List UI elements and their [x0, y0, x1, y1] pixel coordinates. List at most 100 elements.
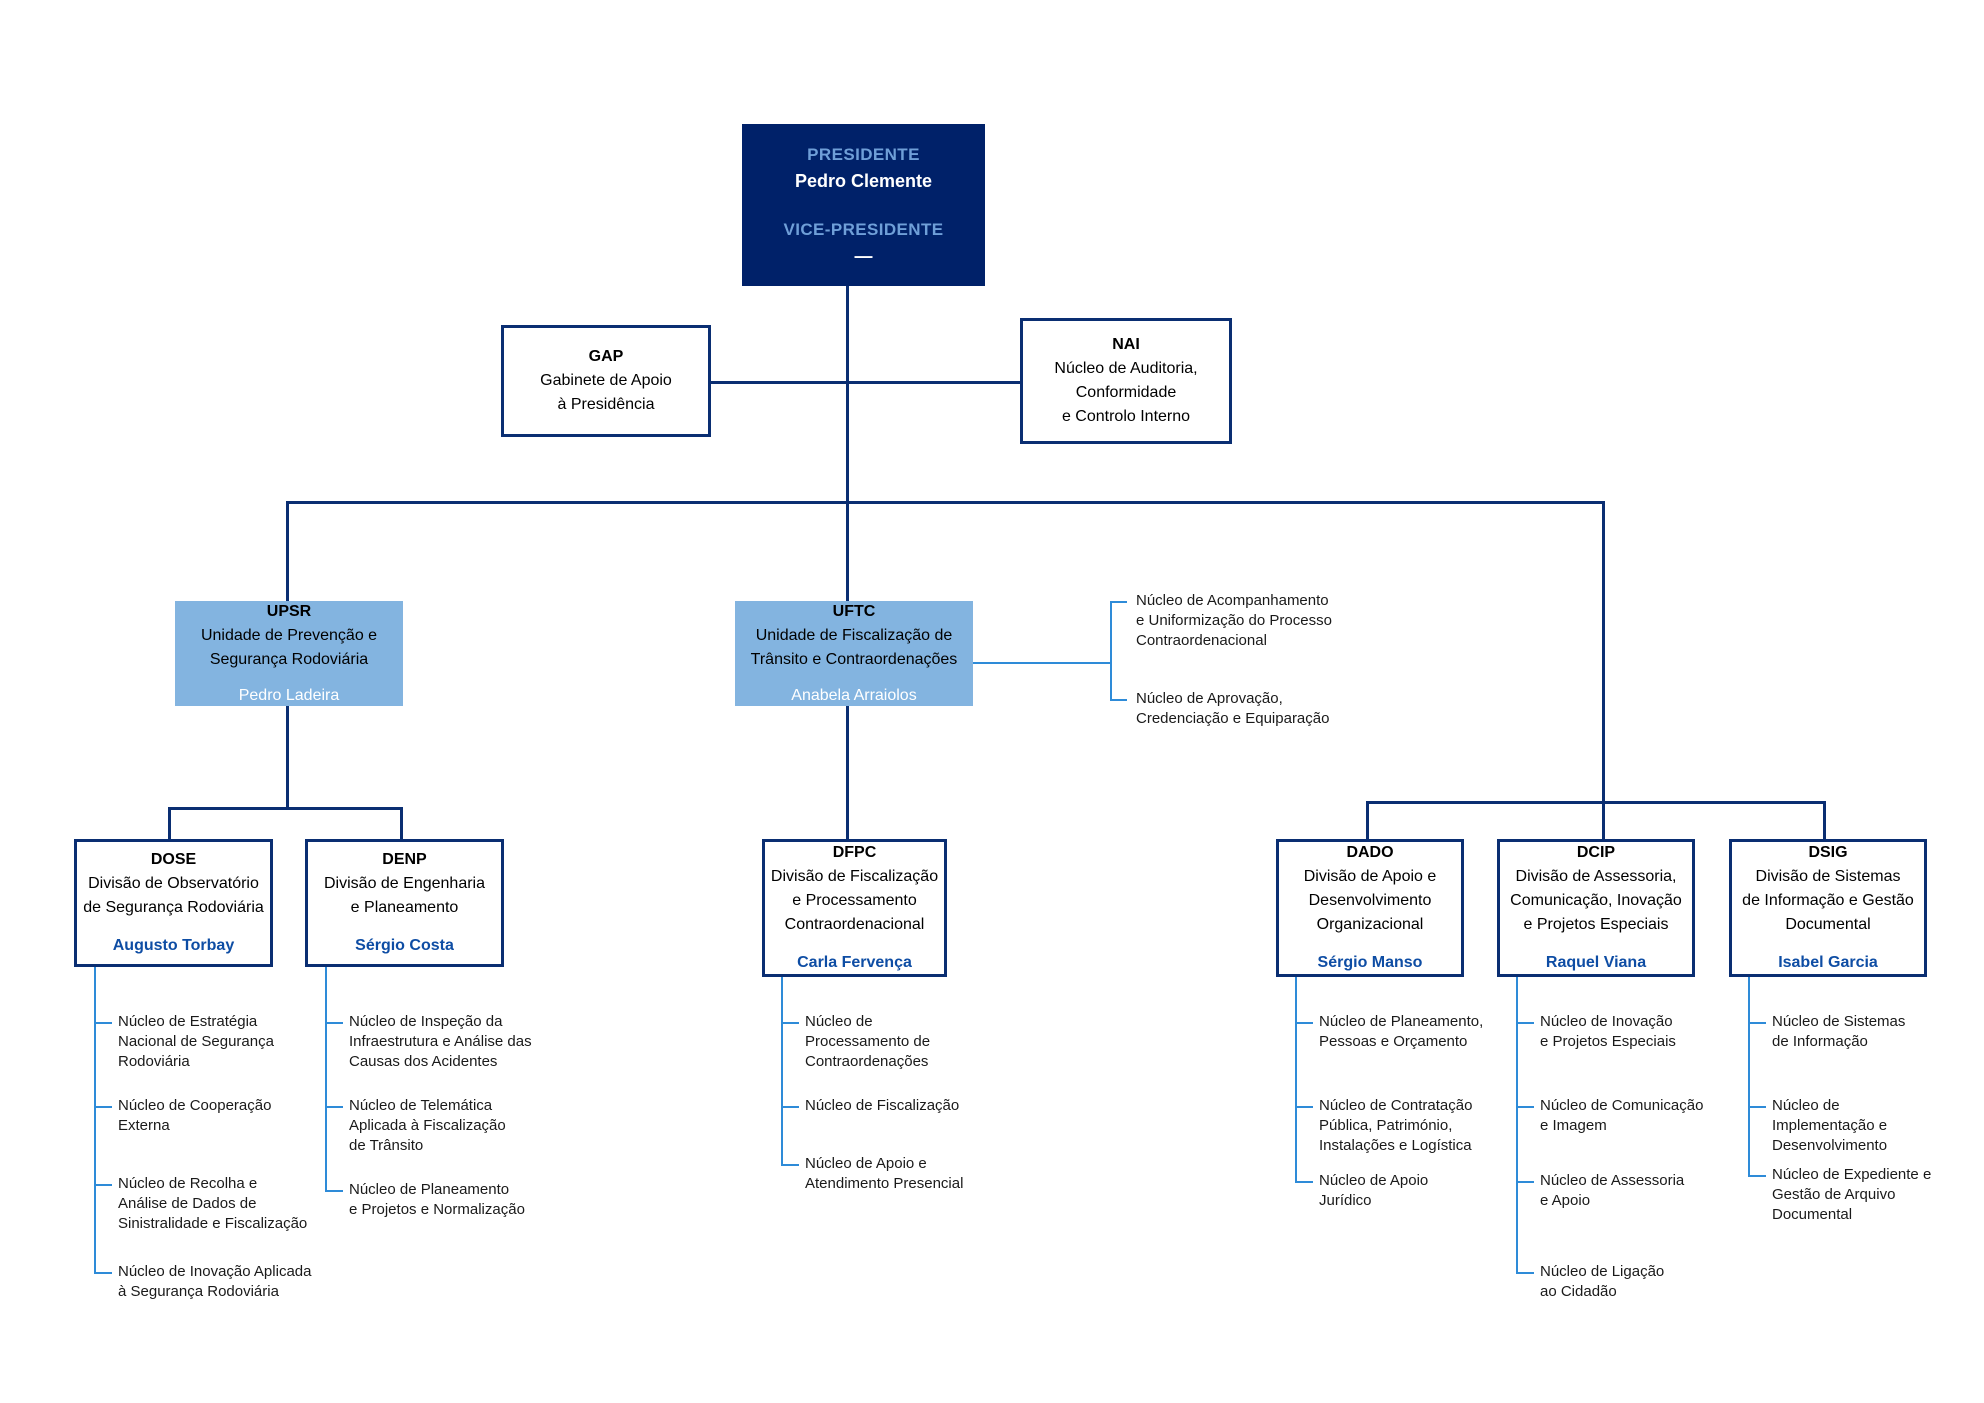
dado-line-3: Organizacional — [1316, 916, 1424, 933]
dsig-nucleo-1: Núcleo de Sistemas de Informação — [1772, 1012, 1972, 1052]
connector-dado-tick-2 — [1295, 1106, 1313, 1108]
president-name: Pedro Clemente — [794, 171, 933, 192]
box-dado[interactable]: DADO Divisão de Apoio e Desenvolvimento … — [1276, 839, 1464, 977]
denp-line-1: Divisão de Engenharia — [324, 875, 485, 892]
dose-nucleo-3-line-3: Sinistralidade e Fiscalização — [118, 1214, 308, 1232]
dose-nucleo-4-line-2: à Segurança Rodoviária — [118, 1282, 279, 1300]
connector-dose-tick-3 — [94, 1184, 112, 1186]
denp-nucleo-2: Núcleo de Telemática Aplicada à Fiscaliz… — [349, 1096, 569, 1155]
box-nai[interactable]: NAI Núcleo de Auditoria, Conformidade e … — [1020, 318, 1232, 444]
box-gap[interactable]: GAP Gabinete de Apoio à Presidência — [501, 325, 711, 437]
connector-dcip-tick-3 — [1516, 1181, 1534, 1183]
connector-dose-tick-2 — [94, 1106, 112, 1108]
dado-line-1: Divisão de Apoio e — [1303, 868, 1437, 885]
connector-dcip-tick-2 — [1516, 1106, 1534, 1108]
dado-person: Sérgio Manso — [1317, 954, 1423, 971]
dose-nucleo-4-line-1: Núcleo de Inovação Aplicada — [118, 1263, 312, 1280]
uftc-line-1: Unidade de Fiscalização de — [755, 626, 953, 644]
connector-dose-tick-4 — [94, 1272, 112, 1274]
upsr-code: UPSR — [266, 602, 312, 620]
connector-dose-tick-1 — [94, 1022, 112, 1024]
vice-president-name: — — [854, 245, 873, 266]
uftc-code: UFTC — [832, 602, 876, 620]
dfpc-line-3: Contraordenacional — [784, 916, 925, 933]
dcip-nucleo-4: Núcleo de Ligação ao Cidadão — [1540, 1262, 1740, 1302]
box-dcip[interactable]: DCIP Divisão de Assessoria, Comunicação,… — [1497, 839, 1695, 977]
box-dfpc[interactable]: DFPC Divisão de Fiscalização e Processam… — [762, 839, 947, 977]
dsig-nucleo-3-line-2: Gestão de Arquivo — [1772, 1185, 1896, 1203]
dsig-line-3: Documental — [1785, 916, 1871, 933]
dado-nucleo-2: Núcleo de Contratação Pública, Patrimóni… — [1319, 1096, 1534, 1155]
dose-nucleo-3-line-2: Análise de Dados de — [118, 1194, 257, 1212]
connector-drop-dado — [1366, 801, 1369, 840]
dfpc-nucleo-1-line-3: Contraordenações — [805, 1052, 929, 1070]
dose-line-1: Divisão de Observatório — [88, 875, 259, 892]
gap-code: GAP — [588, 348, 624, 365]
connector-dsig-tick-1 — [1748, 1022, 1766, 1024]
denp-line-2: e Planeamento — [350, 899, 459, 916]
box-upsr[interactable]: UPSR Unidade de Prevenção e Segurança Ro… — [175, 601, 403, 706]
dose-line-2: de Segurança Rodoviária — [83, 899, 264, 916]
box-denp[interactable]: DENP Divisão de Engenharia e Planeamento… — [305, 839, 504, 967]
connector-dfpc-tick-3 — [781, 1164, 799, 1166]
dsig-nucleo-2-line-2: Implementação e — [1772, 1116, 1888, 1134]
dose-nucleo-1-line-3: Rodoviária — [118, 1052, 190, 1070]
dose-person: Augusto Torbay — [112, 937, 235, 954]
uftc-nucleo-1-line-3: Contraordenacional — [1136, 631, 1267, 649]
dfpc-person: Carla Fervença — [797, 954, 912, 971]
dcip-line-2: Comunicação, Inovação — [1510, 892, 1682, 909]
dfpc-nucleo-2: Núcleo de Fiscalização — [805, 1096, 1015, 1116]
nai-line-1: Núcleo de Auditoria, — [1054, 360, 1198, 377]
connector-dado-tick-1 — [1295, 1022, 1313, 1024]
dfpc-nucleo-1-line-1: Núcleo de — [805, 1013, 873, 1030]
dsig-person: Isabel Garcia — [1778, 954, 1878, 971]
upsr-person: Pedro Ladeira — [238, 686, 340, 704]
connector-dcip-spine — [1516, 977, 1518, 1274]
dsig-nucleo-2: Núcleo de Implementação e Desenvolviment… — [1772, 1096, 1972, 1155]
uftc-nucleo-1: Núcleo de Acompanhamento e Uniformização… — [1136, 591, 1376, 650]
connector-president-stem — [846, 286, 849, 382]
denp-nucleo-2-line-1: Núcleo de Telemática — [349, 1097, 493, 1114]
connector-dado-tick-3 — [1295, 1181, 1313, 1183]
connector-uftc-nucleo-1-tick — [1110, 601, 1127, 603]
box-uftc[interactable]: UFTC Unidade de Fiscalização de Trânsito… — [735, 601, 973, 706]
dsig-line-1: Divisão de Sistemas — [1755, 868, 1901, 885]
dado-nucleo-3-line-1: Núcleo de Apoio — [1319, 1172, 1429, 1189]
uftc-nucleo-2-line-1: Núcleo de Aprovação, — [1136, 690, 1283, 707]
dsig-nucleo-2-line-1: Núcleo de — [1772, 1097, 1840, 1114]
dose-nucleo-2: Núcleo de Cooperação Externa — [118, 1096, 328, 1136]
dfpc-nucleo-3-line-2: Atendimento Presencial — [805, 1174, 964, 1192]
connector-drop-dcip — [1602, 801, 1605, 840]
connector-dsig-spine — [1748, 977, 1750, 1177]
dsig-code: DSIG — [1808, 844, 1848, 861]
dcip-nucleo-4-line-2: ao Cidadão — [1540, 1282, 1617, 1300]
uftc-nucleo-2-line-2: Credenciação e Equiparação — [1136, 709, 1330, 727]
connector-denp-tick-3 — [325, 1190, 343, 1192]
uftc-nucleo-2: Núcleo de Aprovação, Credenciação e Equi… — [1136, 689, 1376, 729]
uftc-nucleo-1-line-2: e Uniformização do Processo — [1136, 611, 1332, 629]
dsig-nucleo-2-line-3: Desenvolvimento — [1772, 1136, 1888, 1154]
connector-drop-dfpc — [846, 706, 849, 840]
box-dose[interactable]: DOSE Divisão de Observatório de Seguranç… — [74, 839, 273, 967]
connector-staff-bar — [710, 381, 1023, 384]
connector-dado-spine — [1295, 977, 1297, 1183]
dose-nucleo-1-line-1: Núcleo de Estratégia — [118, 1013, 258, 1030]
denp-nucleo-1-line-2: Infraestrutura e Análise das — [349, 1032, 532, 1050]
dcip-nucleo-1: Núcleo de Inovação e Projetos Especiais — [1540, 1012, 1740, 1052]
denp-nucleo-1-line-3: Causas dos Acidentes — [349, 1052, 498, 1070]
connector-dose-spine — [94, 967, 96, 1274]
dose-nucleo-4: Núcleo de Inovação Aplicada à Segurança … — [118, 1262, 348, 1302]
box-dsig[interactable]: DSIG Divisão de Sistemas de Informação e… — [1729, 839, 1927, 977]
box-president[interactable]: PRESIDENTE Pedro Clemente VICE-PRESIDENT… — [742, 124, 985, 286]
connector-drop-denp — [400, 807, 403, 840]
dcip-line-3: e Projetos Especiais — [1523, 916, 1669, 933]
dado-nucleo-2-line-2: Pública, Património, — [1319, 1116, 1453, 1134]
dose-nucleo-3-line-1: Núcleo de Recolha e — [118, 1175, 258, 1192]
denp-nucleo-3-line-2: e Projetos e Normalização — [349, 1200, 525, 1218]
connector-uftc-side-spine — [1110, 601, 1112, 701]
denp-nucleo-1: Núcleo de Inspeção da Infraestrutura e A… — [349, 1012, 569, 1071]
dado-nucleo-3-line-2: Jurídico — [1319, 1191, 1372, 1209]
dcip-nucleo-2-line-2: e Imagem — [1540, 1116, 1607, 1134]
dado-nucleo-1-line-2: Pessoas e Orçamento — [1319, 1032, 1468, 1050]
